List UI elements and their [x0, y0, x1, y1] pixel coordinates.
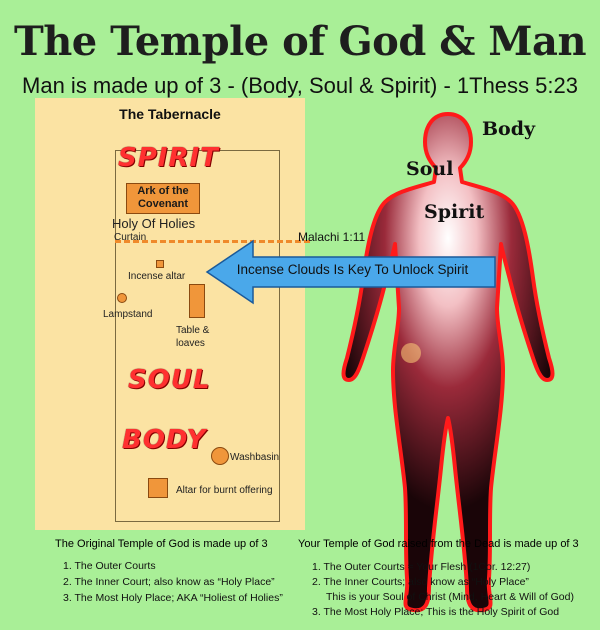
table-label: Table & loaves — [176, 325, 210, 349]
human-body-label: Body — [482, 118, 536, 140]
incense-altar-label: Incense altar — [128, 271, 186, 282]
washbasin-label: Washbasin — [230, 452, 280, 463]
human-spirit-label: Spirit — [424, 201, 485, 223]
list-item: This is your Soul of Christ (Mind, Heart… — [326, 591, 574, 603]
incense-arrow — [205, 239, 496, 305]
malachi-reference: Malachi 1:11 — [298, 230, 366, 244]
left-list: 1. The Outer Courts 2. The Inner Court; … — [63, 558, 283, 606]
list-item: 3. The Most Holy Place; AKA “Holiest of … — [63, 592, 283, 604]
washbasin-marker — [211, 447, 229, 465]
page-title: The Temple of God & Man — [13, 18, 587, 65]
list-item: 2. The Inner Courts; also know as “Holy … — [312, 576, 529, 588]
tabernacle-panel: The Tabernacle — [35, 98, 305, 530]
incense-altar-marker — [156, 260, 164, 268]
list-item: 3. The Most Holy Place; This is the Holy… — [312, 606, 560, 618]
altar-marker — [148, 478, 168, 498]
page-subtitle: Man is made up of 3 - (Body, Soul & Spir… — [22, 73, 578, 98]
table-marker — [189, 284, 205, 318]
list-item: 1. The Outer Courts — [63, 560, 156, 572]
list-item: 2. The Inner Court; also know as “Holy P… — [63, 576, 275, 588]
spirit-zone-label: SPIRIT — [118, 143, 219, 173]
human-figure — [341, 112, 555, 613]
ark-of-covenant: Ark of the Covenant — [126, 183, 200, 214]
right-list: 1. The Outer Courts = Your Flesh (1Cor. … — [312, 560, 574, 620]
lampstand-marker — [117, 293, 127, 303]
left-caption: The Original Temple of God is made up of… — [55, 538, 268, 550]
curtain-divider — [115, 240, 310, 243]
human-soul-label: Soul — [406, 158, 454, 180]
holy-of-holies-label: Holy Of Holies — [112, 216, 196, 231]
body-zone-label: BODY — [122, 425, 207, 455]
tabernacle-frame — [115, 150, 280, 522]
arrow-text: Incense Clouds Is Key To Unlock Spirit — [236, 262, 469, 277]
curtain-label: Curtain — [114, 232, 147, 243]
lampstand-label: Lampstand — [103, 309, 153, 320]
tabernacle-title: The Tabernacle — [119, 106, 221, 122]
right-caption: Your Temple of God raised from the Dead … — [298, 538, 579, 550]
list-item: 1. The Outer Courts = Your Flesh (1Cor. … — [312, 561, 531, 573]
altar-label: Altar for burnt offering — [176, 485, 273, 496]
soul-zone-label: SOUL — [128, 365, 211, 395]
